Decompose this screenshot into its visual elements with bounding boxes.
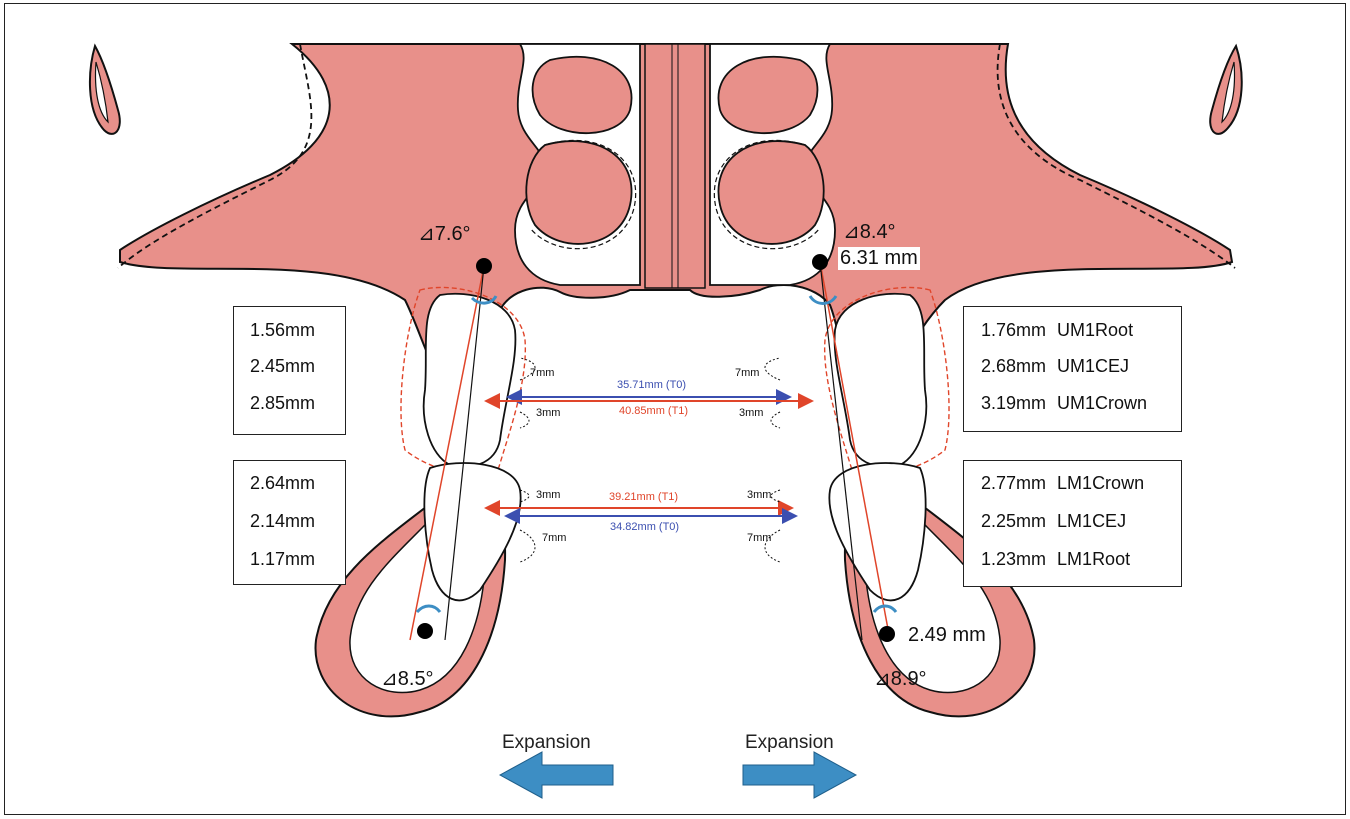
right-upper-root-name: UM1Root	[1057, 320, 1133, 340]
right-lower-measure-box: 2.77mm LM1Crown 2.25mm LM1CEJ 1.23mm LM1…	[963, 460, 1182, 587]
pivot-upper-right	[812, 254, 828, 270]
pivot-lower-left	[417, 623, 433, 639]
small-7mm-ll: 7mm	[542, 532, 566, 544]
right-lower-cej-row: 2.25mm LM1CEJ	[981, 511, 1181, 532]
left-upper-turbinate	[533, 57, 632, 133]
right-lower-root-row: 1.23mm LM1Root	[981, 549, 1181, 570]
angle-upper-right: ⊿8.4°	[843, 219, 896, 244]
left-upper-root: 1.56mm	[250, 320, 345, 341]
right-lower-crown-name: LM1Crown	[1057, 473, 1144, 493]
small-3mm-ll: 3mm	[536, 489, 560, 501]
left-lower-turbinate	[526, 141, 631, 244]
right-ear-shape	[1210, 46, 1242, 134]
right-lower-crown-value: 2.77mm	[981, 473, 1046, 493]
nasal-septum	[645, 44, 705, 288]
angle-lower-right: ⊿8.9°	[874, 666, 927, 691]
right-lower-crown-row: 2.77mm LM1Crown	[981, 473, 1181, 494]
lower-right-molar	[829, 463, 925, 600]
left-lower-measure-box: 2.64mm 2.14mm 1.17mm	[233, 460, 346, 585]
expansion-label-right: Expansion	[745, 732, 834, 754]
lower-t0-label: 34.82mm (T0)	[610, 521, 679, 533]
upper-right-molar	[835, 294, 927, 467]
right-upper-cej-name: UM1CEJ	[1057, 356, 1129, 376]
lower-t1-label: 39.21mm (T1)	[609, 491, 678, 503]
right-lower-root-name: LM1Root	[1057, 549, 1130, 569]
right-upper-measure-box: 1.76mm UM1Root 2.68mm UM1CEJ 3.19mm UM1C…	[963, 306, 1182, 432]
small-3mm-lr: 3mm	[747, 489, 771, 501]
expansion-label-left: Expansion	[502, 732, 591, 754]
left-lower-cej: 2.14mm	[250, 511, 345, 532]
right-upper-crown-name: UM1Crown	[1057, 393, 1147, 413]
left-lower-crown: 2.64mm	[250, 473, 345, 494]
right-upper-crown-value: 3.19mm	[981, 393, 1046, 413]
left-ear-shape	[90, 46, 120, 134]
upper-t0-label: 35.71mm (T0)	[617, 379, 686, 391]
left-lower-root: 1.17mm	[250, 549, 345, 570]
lower-left-molar	[424, 463, 520, 600]
pivot-upper-left	[476, 258, 492, 274]
right-upper-turbinate	[718, 57, 817, 133]
right-upper-cej-row: 2.68mm UM1CEJ	[981, 356, 1181, 377]
expansion-arrow-left	[500, 752, 613, 798]
right-lower-cej-value: 2.25mm	[981, 511, 1046, 531]
expansion-arrow-right	[743, 752, 856, 798]
small-3mm-ul: 3mm	[536, 407, 560, 419]
left-upper-cej: 2.45mm	[250, 356, 345, 377]
small-7mm-ul: 7mm	[530, 367, 554, 379]
small-7mm-ur: 7mm	[735, 367, 759, 379]
small-7mm-lr: 7mm	[747, 532, 771, 544]
right-upper-root-row: 1.76mm UM1Root	[981, 320, 1181, 341]
left-upper-crown: 2.85mm	[250, 393, 345, 414]
left-upper-measure-box: 1.56mm 2.45mm 2.85mm	[233, 306, 346, 435]
upper-left-molar	[424, 294, 516, 467]
upper-t1-label: 40.85mm (T1)	[619, 405, 688, 417]
small-3mm-ur: 3mm	[739, 407, 763, 419]
right-upper-cej-value: 2.68mm	[981, 356, 1046, 376]
right-lower-root-value: 1.23mm	[981, 549, 1046, 569]
right-lower-turbinate	[718, 141, 823, 244]
displacement-upper-right: 6.31 mm	[838, 247, 920, 270]
pivot-lower-right	[879, 626, 895, 642]
angle-lower-left: ⊿8.5°	[381, 666, 434, 691]
angle-upper-left: ⊿7.6°	[418, 221, 471, 246]
displacement-lower-right: 2.49 mm	[906, 624, 988, 647]
right-upper-root-value: 1.76mm	[981, 320, 1046, 340]
right-upper-crown-row: 3.19mm UM1Crown	[981, 393, 1181, 414]
right-lower-cej-name: LM1CEJ	[1057, 511, 1126, 531]
